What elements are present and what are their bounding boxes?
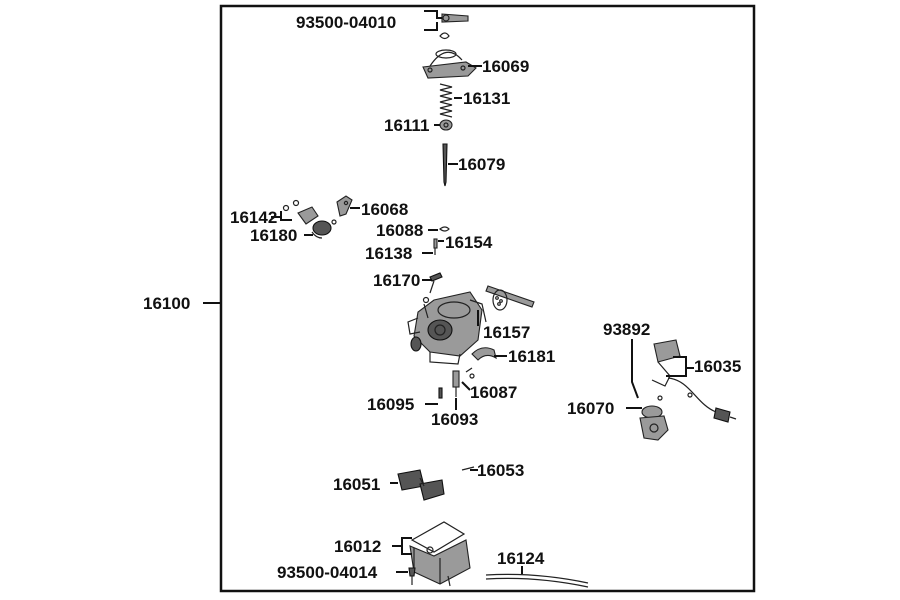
jets-16087-16093-drawing	[438, 367, 475, 399]
label-16079: 16079	[458, 155, 505, 174]
clip-16111-drawing	[439, 119, 453, 131]
label-16095: 16095	[367, 395, 414, 414]
label-16181: 16181	[508, 347, 555, 366]
label-16170: 16170	[373, 271, 420, 290]
label-16088: 16088	[376, 221, 423, 240]
carb-cap-16069-drawing	[422, 49, 477, 79]
choke-assembly-drawing	[282, 195, 353, 239]
hose-16181-drawing	[471, 347, 497, 361]
label-16051: 16051	[333, 475, 380, 494]
drain-hose-16124-drawing	[485, 573, 589, 588]
label-93892: 93892	[603, 320, 650, 339]
spring-16131-drawing	[439, 83, 453, 118]
diagram-frame	[219, 4, 756, 593]
screw-93500-04014-drawing	[408, 567, 416, 585]
label-16111: 16111	[384, 116, 429, 135]
label-93500-04014: 93500-04014	[277, 563, 378, 582]
float-bowl-16012-drawing	[409, 521, 471, 587]
assembly-label: 16100	[143, 294, 190, 313]
label-16093: 16093	[431, 410, 478, 429]
label-16035: 16035	[694, 357, 741, 376]
auto-choke-16035-drawing	[639, 339, 737, 441]
leader-lines	[271, 10, 694, 574]
label-16157: 16157	[483, 323, 530, 342]
label-16124: 16124	[497, 549, 545, 568]
label-16069: 16069	[482, 57, 529, 76]
throttle-shaft-16157-drawing	[485, 285, 535, 311]
label-93500-04010: 93500-04010	[296, 13, 396, 32]
small-jets-drawing	[433, 226, 450, 255]
label-16131: 16131	[463, 89, 510, 108]
label-16142: 16142	[230, 208, 277, 227]
label-16068: 16068	[361, 200, 408, 219]
label-16180: 16180	[250, 226, 297, 245]
screw-16170-drawing	[429, 272, 443, 294]
label-16087: 16087	[470, 383, 517, 402]
carburetor-body-drawing	[407, 291, 487, 365]
part-labels: 93500-04010 16069 16131 16111 16079 1614…	[230, 13, 741, 582]
needle-16079-drawing	[442, 143, 448, 187]
pin-16053-drawing	[461, 466, 475, 471]
float-16051-drawing	[397, 469, 445, 501]
label-16053: 16053	[477, 461, 524, 480]
label-16070: 16070	[567, 399, 614, 418]
label-16012: 16012	[334, 537, 381, 556]
label-16154: 16154	[445, 233, 493, 252]
screw-93500-04010-drawing	[439, 13, 469, 40]
label-16138: 16138	[365, 244, 412, 263]
